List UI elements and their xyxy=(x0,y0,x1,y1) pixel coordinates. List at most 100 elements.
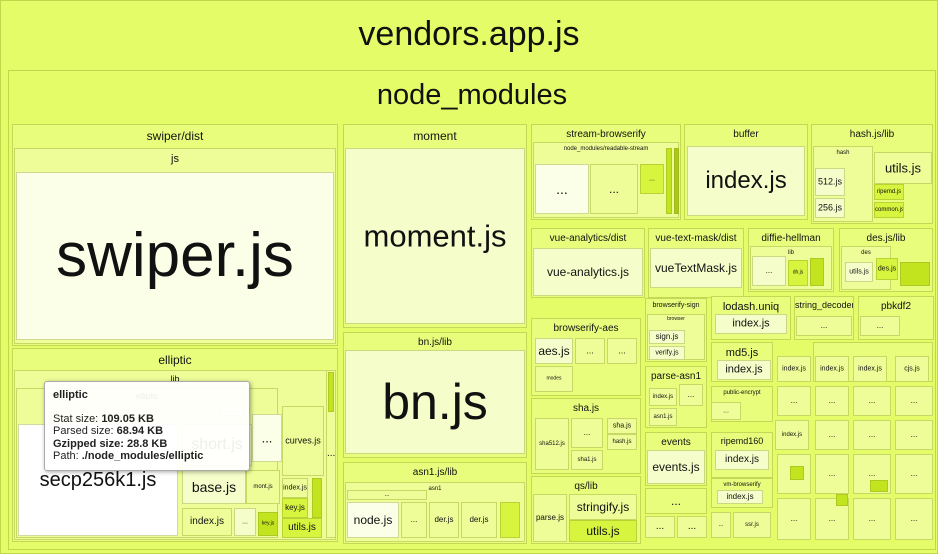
public-encrypt-cell[interactable]: ... xyxy=(711,402,741,420)
hash-ripemd[interactable]: ripemd.js xyxy=(874,184,904,200)
dh-bar[interactable] xyxy=(810,258,824,286)
bn-js-module[interactable]: bn.js xyxy=(345,350,525,454)
dh-js[interactable]: dh.js xyxy=(788,260,808,286)
misc-grid-cell-i[interactable]: ... xyxy=(815,454,849,494)
qs-parse[interactable]: parse.js xyxy=(533,494,567,542)
misc-bar-2[interactable] xyxy=(836,494,848,506)
curves-js-module[interactable]: curves.js xyxy=(282,406,324,476)
misc-cell-1[interactable]: ... xyxy=(645,488,707,514)
aes-cell[interactable]: ... xyxy=(575,338,605,364)
des-bar[interactable] xyxy=(900,262,930,286)
sha1-file[interactable]: sha1.js xyxy=(571,450,603,470)
dh-cell[interactable]: ... xyxy=(752,256,786,286)
qs-utils[interactable]: utils.js xyxy=(569,520,637,542)
mini-index-1[interactable]: index.js xyxy=(777,356,811,382)
pbkdf2-cell[interactable]: ... xyxy=(860,316,900,336)
asn1-derjs-2[interactable]: der.js xyxy=(461,502,497,538)
sha-cell[interactable]: ... xyxy=(571,418,603,448)
asn1-nodejs[interactable]: node.js xyxy=(347,502,399,538)
hash-512[interactable]: 512.js xyxy=(815,168,845,196)
asn1-cell-top[interactable]: ... xyxy=(347,490,427,500)
misc-grid-cell-n-label: ... xyxy=(868,514,876,523)
qs-stringify[interactable]: stringify.js xyxy=(569,494,637,520)
aes-cell-2[interactable]: ... xyxy=(607,338,637,364)
misc-grid-cell-b[interactable]: ... xyxy=(815,386,849,416)
des-utils[interactable]: utils.js xyxy=(845,262,873,282)
misc-grid-cell-n[interactable]: ... xyxy=(853,498,891,540)
buffer-index-module[interactable]: index.js xyxy=(687,146,805,216)
asn1-bar[interactable] xyxy=(500,502,520,538)
secp256k1-module-label: secp256k1.js xyxy=(39,469,157,491)
elliptic-dots-cell[interactable]: ... xyxy=(252,414,282,462)
misc-grid-cell-f-label: ... xyxy=(868,430,876,439)
elliptic-side-cell[interactable]: ... xyxy=(326,370,336,538)
misc-bar-1[interactable] xyxy=(790,466,804,480)
asn1-derjs-2-label: der.js xyxy=(469,515,489,524)
parse-asn1-cell[interactable]: ... xyxy=(679,384,703,406)
parse-asn1-index[interactable]: index.js xyxy=(649,388,677,406)
readable-bar-1[interactable] xyxy=(666,148,672,214)
hash-256[interactable]: 256.js xyxy=(815,198,845,218)
misc-bar-3[interactable] xyxy=(870,480,888,492)
misc-grid-cell-k[interactable]: ... xyxy=(895,454,933,494)
readable-cell-2[interactable]: ... xyxy=(590,164,638,214)
misc-cell-2[interactable]: ... xyxy=(645,516,675,538)
sha-js-group-label: sha.js xyxy=(572,403,600,414)
des-js[interactable]: des.js xyxy=(876,258,898,280)
browserify-sign-signjs[interactable]: sign.js xyxy=(649,330,685,344)
hash-utils[interactable]: utils.js xyxy=(874,152,932,184)
vue-analytics-module[interactable]: vue-analytics.js xyxy=(533,248,643,296)
hashjs-lib-group-label: hash.js/lib xyxy=(849,129,895,140)
readable-cell-1[interactable]: ... xyxy=(535,164,589,214)
mini-index-3[interactable]: index.js xyxy=(853,356,887,382)
mini-index-4[interactable]: index.js xyxy=(775,420,809,450)
misc-cell-3[interactable]: ... xyxy=(677,516,707,538)
browserify-sign-verifyjs[interactable]: verify.js xyxy=(649,346,685,360)
base-js-module[interactable]: base.js xyxy=(182,470,246,504)
ell-bar[interactable] xyxy=(312,478,322,518)
misc-grid-cell-a[interactable]: ... xyxy=(777,386,811,416)
ripemd160-index[interactable]: index.js xyxy=(715,450,769,470)
ssr-js[interactable]: ssr.js xyxy=(733,512,771,538)
asn1-derjs[interactable]: der.js xyxy=(429,502,459,538)
misc-grid-cell-g[interactable]: ... xyxy=(895,420,933,450)
misc-grid-cell-l[interactable]: ... xyxy=(777,498,811,540)
ell-cell-b[interactable]: key.js xyxy=(258,512,278,536)
aes-js[interactable]: aes.js xyxy=(535,338,573,364)
events-js[interactable]: events.js xyxy=(647,450,705,484)
cjs-js[interactable]: cjs.js xyxy=(895,356,929,382)
misc-grid-cell-c[interactable]: ... xyxy=(853,386,891,416)
aes-modes[interactable]: modes xyxy=(535,366,573,392)
readable-bar-2[interactable] xyxy=(674,148,679,214)
hash-js-file[interactable]: hash.js xyxy=(607,434,637,450)
asn1-cell[interactable]: ... xyxy=(401,502,427,538)
ell-utils-module[interactable]: utils.js xyxy=(282,518,322,538)
string-decoder-cell[interactable]: ... xyxy=(796,316,852,336)
swiper-js-module[interactable]: swiper.js xyxy=(16,172,334,340)
misc-grid-cell-k-label: ... xyxy=(910,469,918,478)
moment-js-module[interactable]: moment.js xyxy=(345,148,525,324)
ell-cell-a[interactable]: ... xyxy=(234,508,256,536)
ell-index-2[interactable]: index.js xyxy=(282,478,308,498)
misc-grid-cell-e[interactable]: ... xyxy=(815,420,849,450)
tooltip-parsed-size: Parsed size: 68.94 KB xyxy=(53,425,164,437)
readable-cell-3[interactable]: ... xyxy=(640,164,664,194)
lodash-index[interactable]: index.js xyxy=(715,314,787,334)
sha-js-file[interactable]: sha.js xyxy=(607,418,637,434)
misc-grid-cell-f[interactable]: ... xyxy=(853,420,891,450)
hash-common[interactable]: common.js xyxy=(874,202,904,218)
parse-asn1-asn1[interactable]: asn1.js xyxy=(649,408,677,426)
vue-text-mask-module[interactable]: vueTextMask.js xyxy=(650,248,742,288)
ell-index-module[interactable]: index.js xyxy=(182,508,232,536)
mont-js-module[interactable]: mont.js xyxy=(246,470,280,504)
misc-grid-cell-o[interactable]: ... xyxy=(895,498,933,540)
vm-index[interactable]: index.js xyxy=(717,490,763,504)
sha512[interactable]: sha512.js xyxy=(535,418,569,470)
misc-cell-4[interactable]: ... xyxy=(711,512,731,538)
misc-grid-cell-d[interactable]: ... xyxy=(895,386,933,416)
mini-index-2[interactable]: index.js xyxy=(815,356,849,382)
elliptic-side-strip[interactable] xyxy=(328,372,334,412)
key-js-module[interactable]: key.js xyxy=(282,498,308,518)
md5-index[interactable]: index.js xyxy=(717,360,771,380)
